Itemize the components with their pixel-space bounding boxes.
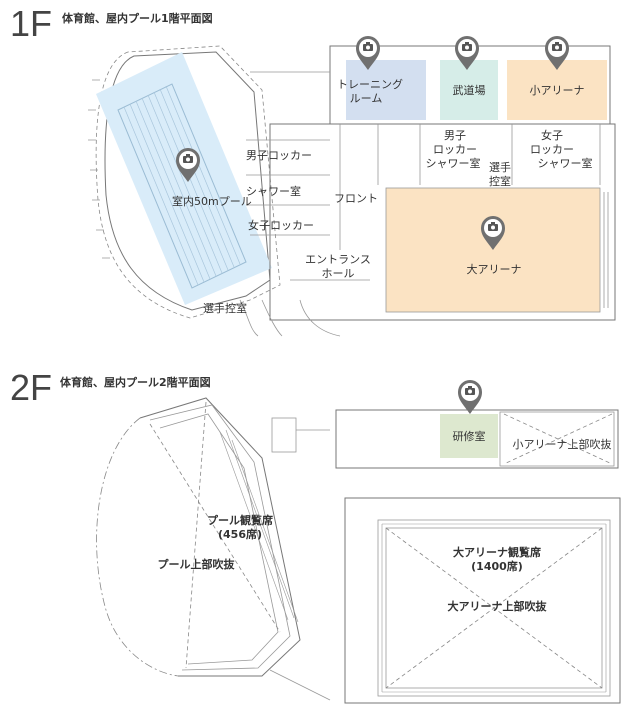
label-mens-locker-a: 男子ロッカー <box>246 149 312 162</box>
floor2-header: 2F 体育館、屋内プール2階平面図 <box>10 367 211 408</box>
label-small-arena: 小アリーナ <box>530 84 585 97</box>
label-pool-seats-1: プール観覧席 <box>207 513 273 527</box>
label-senshu-b-1: 選手 <box>489 160 511 174</box>
label-mens-b-3: シャワー室 <box>426 156 481 170</box>
floor2-pool-building <box>96 397 331 701</box>
label-budo: 武道場 <box>453 83 486 97</box>
floor2-labels: 研修室 小アリーナ上部吹抜 プール観覧席 (456席) プール上部吹抜 大アリー… <box>158 429 612 613</box>
floor2-title: 体育館、屋内プール2階平面図 <box>60 375 211 389</box>
kenshu-room <box>440 414 498 458</box>
label-entrance-2: ホール <box>322 267 355 280</box>
small-arena-room <box>507 60 607 120</box>
floor2-number: 2F <box>10 367 52 408</box>
label-small-arena-void: 小アリーナ上部吹抜 <box>513 437 612 451</box>
label-senshu-b-2: 控室 <box>489 174 511 188</box>
floor1-title: 体育館、屋内プール1階平面図 <box>62 11 213 25</box>
camera-pin-icon[interactable] <box>458 380 482 414</box>
label-arena-seats-2: (1400席) <box>471 559 523 573</box>
label-womens-b-3: シャワー室 <box>538 156 593 170</box>
label-pool-void: プール上部吹抜 <box>158 557 236 571</box>
label-womens-b-1: 女子 <box>541 128 563 142</box>
label-kenshu: 研修室 <box>453 429 486 443</box>
label-front: フロント <box>334 192 378 205</box>
label-mens-b-1: 男子 <box>444 129 466 142</box>
floor1-number: 1F <box>10 3 52 44</box>
big-arena-room <box>386 188 600 312</box>
label-mens-b-2: ロッカー <box>433 143 477 156</box>
floor1-labels: トレーニング ルーム 武道場 小アリーナ 男子ロッカー シャワー室 女子ロッカー… <box>172 77 593 315</box>
label-pool-seats-2: (456席) <box>218 527 262 541</box>
label-senshu-pool: 選手控室 <box>203 301 247 315</box>
label-pool: 室内50mプール <box>172 194 252 208</box>
floor1-pool-building <box>88 45 281 319</box>
label-training-1: トレーニング <box>337 77 403 91</box>
label-shower-a: シャワー室 <box>246 184 301 198</box>
floor1-header: 1F 体育館、屋内プール1階平面図 <box>10 3 213 44</box>
pool-hall <box>96 52 272 305</box>
floor2-building-walls <box>335 409 621 704</box>
label-entrance-1: エントランス <box>305 253 371 266</box>
label-arena-seats-1: 大アリーナ観覧席 <box>453 545 541 559</box>
label-big-arena: 大アリーナ <box>467 262 522 276</box>
label-womens-locker-a: 女子ロッカー <box>248 218 314 232</box>
budo-room <box>440 60 498 120</box>
label-training-2: ルーム <box>350 92 383 105</box>
training-room <box>346 60 426 120</box>
label-arena-void: 大アリーナ上部吹抜 <box>448 599 548 613</box>
label-womens-b-2: ロッカー <box>530 143 574 156</box>
